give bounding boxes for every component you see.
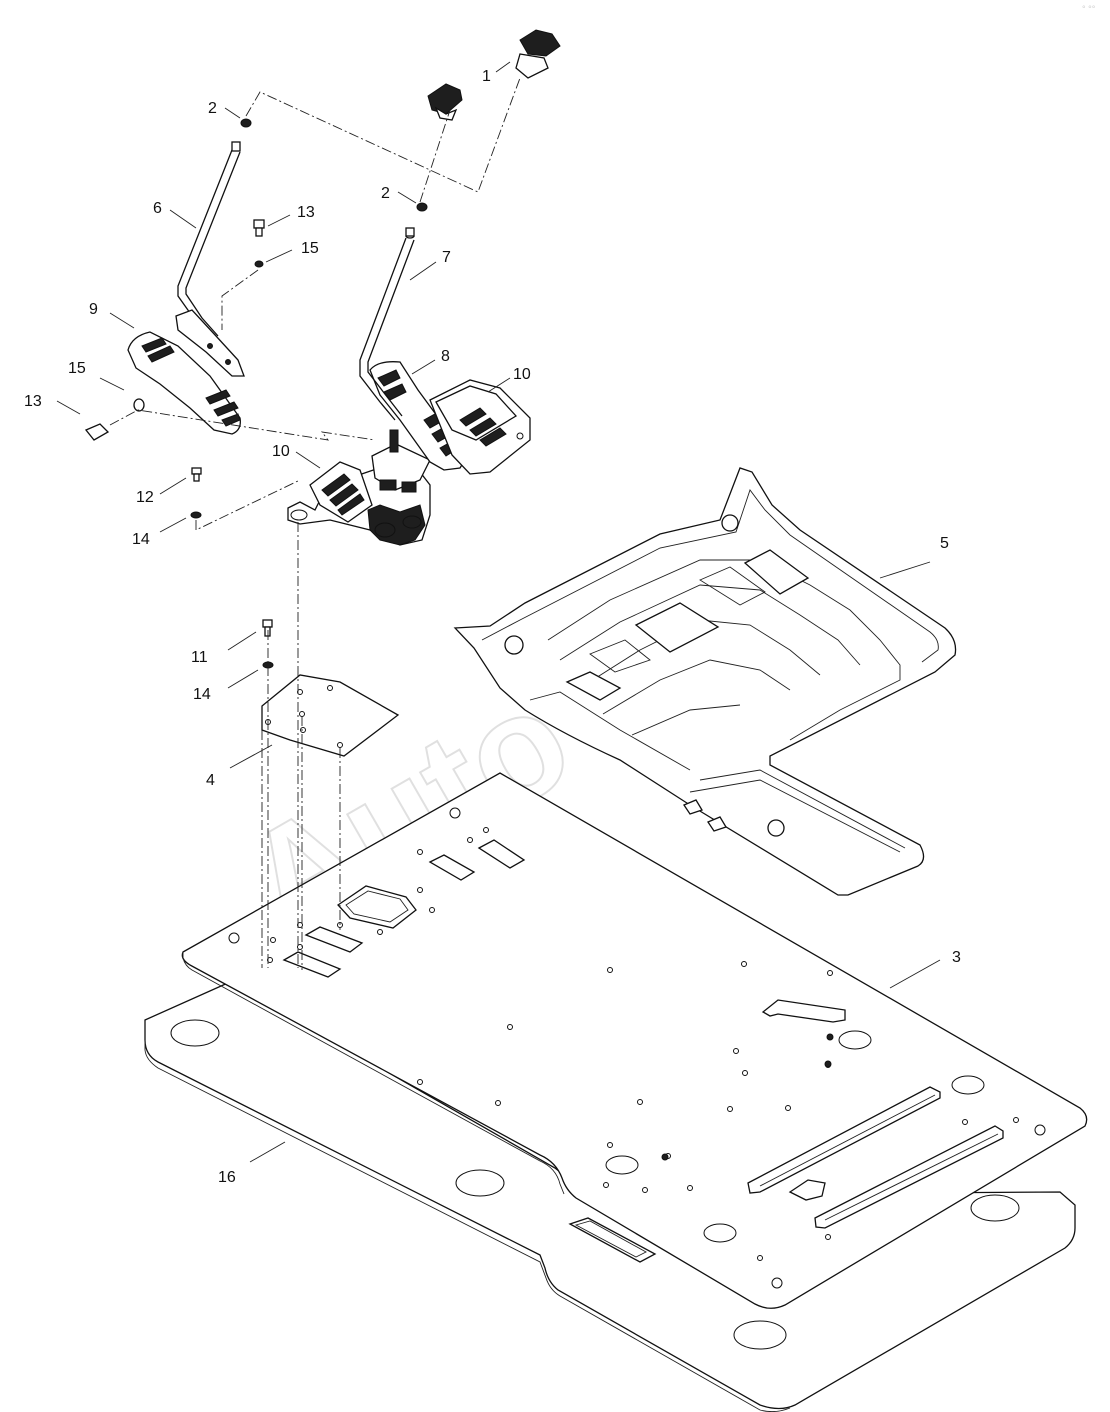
plate-large-hole xyxy=(951,1075,985,1095)
pedal-valve-assembly xyxy=(287,429,431,546)
plate-hole xyxy=(733,1048,739,1054)
plate-hole xyxy=(742,1070,748,1076)
plate-hole xyxy=(727,1106,733,1112)
callout-15-left: 15 xyxy=(68,360,86,377)
callout-6: 6 xyxy=(153,200,162,217)
plate-rivet xyxy=(661,1153,669,1161)
plate-hole xyxy=(785,1105,791,1111)
cover-plate-hole xyxy=(327,685,333,691)
callout-1: 1 xyxy=(482,68,491,85)
callout-4: 4 xyxy=(206,772,215,789)
plate-hole xyxy=(1034,1124,1046,1136)
callout-10-left: 10 xyxy=(272,443,290,460)
plate-hole xyxy=(1013,1117,1019,1123)
bolt-11 xyxy=(262,619,273,637)
assembly-lines xyxy=(109,77,521,970)
floor-plate-3 xyxy=(181,772,1088,1309)
plate-hole xyxy=(270,937,276,943)
plate-hole xyxy=(757,1255,763,1261)
lever-rod-7 xyxy=(359,227,415,421)
pedal-9 xyxy=(127,331,241,435)
plate-hole xyxy=(687,1185,693,1191)
plate-hole xyxy=(267,957,273,963)
callout-12: 12 xyxy=(136,489,154,506)
washer-14-upper xyxy=(190,511,202,519)
plate-hole xyxy=(449,807,461,819)
nut-2-lower xyxy=(416,202,428,212)
cover-plate-hole xyxy=(297,689,303,695)
base-hole xyxy=(455,1169,505,1197)
callout-2-lower: 2 xyxy=(381,185,390,202)
bolt-13-left xyxy=(84,423,110,441)
washer-15-upper xyxy=(254,260,264,268)
plate-hole xyxy=(603,1182,609,1188)
lever-rod-6 xyxy=(175,141,245,377)
mat-bump xyxy=(721,514,739,532)
callout-10-right: 10 xyxy=(513,366,531,383)
plate-rivet xyxy=(824,1060,832,1068)
callout-3: 3 xyxy=(952,949,961,966)
washer-15-left xyxy=(133,398,145,412)
plate-hole xyxy=(827,970,833,976)
base-hole xyxy=(733,1320,787,1350)
lever-knob-1-right xyxy=(515,29,561,79)
callout-labels: 1 2 2 6 13 15 7 9 8 15 10 13 10 12 14 5 … xyxy=(24,68,961,1186)
plate-hole xyxy=(417,887,423,893)
plate-hole xyxy=(297,922,303,928)
callout-5: 5 xyxy=(940,535,949,552)
pedal-10-right xyxy=(429,379,531,475)
floor-mat-5 xyxy=(453,467,957,896)
plate-hole xyxy=(507,1024,513,1030)
leader-lines xyxy=(56,61,941,1163)
plate-hole xyxy=(467,837,473,843)
callout-16: 16 xyxy=(218,1169,236,1186)
callout-15-upper: 15 xyxy=(301,240,319,257)
callout-8: 8 xyxy=(441,348,450,365)
cover-plate-hole xyxy=(300,727,306,733)
base-hole xyxy=(170,1019,220,1047)
plate-hole xyxy=(962,1119,968,1125)
plate-hole xyxy=(297,944,303,950)
callout-9: 9 xyxy=(89,301,98,318)
plate-large-hole xyxy=(605,1155,639,1175)
cover-plate-hole xyxy=(299,711,305,717)
bolt-13-upper xyxy=(253,219,265,237)
plate-hole xyxy=(741,961,747,967)
callout-11: 11 xyxy=(191,649,208,666)
plate-hole xyxy=(642,1187,648,1193)
callout-13-left: 13 xyxy=(24,393,42,410)
nut-2-upper xyxy=(240,118,252,128)
callout-14-upper: 14 xyxy=(132,531,150,548)
plate-hole xyxy=(228,932,240,944)
plate-large-hole xyxy=(838,1030,872,1050)
plate-hole xyxy=(495,1100,501,1106)
bolt-12 xyxy=(191,467,202,482)
plate-hole xyxy=(607,1142,613,1148)
callout-14-lower: 14 xyxy=(193,686,211,703)
callout-7: 7 xyxy=(442,249,451,266)
callout-2-upper: 2 xyxy=(208,100,217,117)
mat-bump xyxy=(504,635,524,655)
cover-plate-4 xyxy=(261,674,400,757)
callout-13-upper: 13 xyxy=(297,204,315,221)
plate-rivet xyxy=(826,1033,834,1041)
corner-tag: ° °° xyxy=(1082,4,1096,14)
plate-hole xyxy=(825,1234,831,1240)
plate-hole xyxy=(771,1277,783,1289)
plate-hole xyxy=(417,1079,423,1085)
plate-hole xyxy=(607,967,613,973)
plate-large-hole xyxy=(703,1223,737,1243)
base-hole xyxy=(970,1194,1020,1222)
plate-hole xyxy=(429,907,435,913)
plate-hole xyxy=(483,827,489,833)
plate-hole xyxy=(637,1099,643,1105)
lever-knob-1-left xyxy=(427,83,463,121)
mat-bump xyxy=(767,819,785,837)
plate-hole xyxy=(417,849,423,855)
plate-hole xyxy=(377,929,383,935)
cover-plate-hole xyxy=(337,742,343,748)
